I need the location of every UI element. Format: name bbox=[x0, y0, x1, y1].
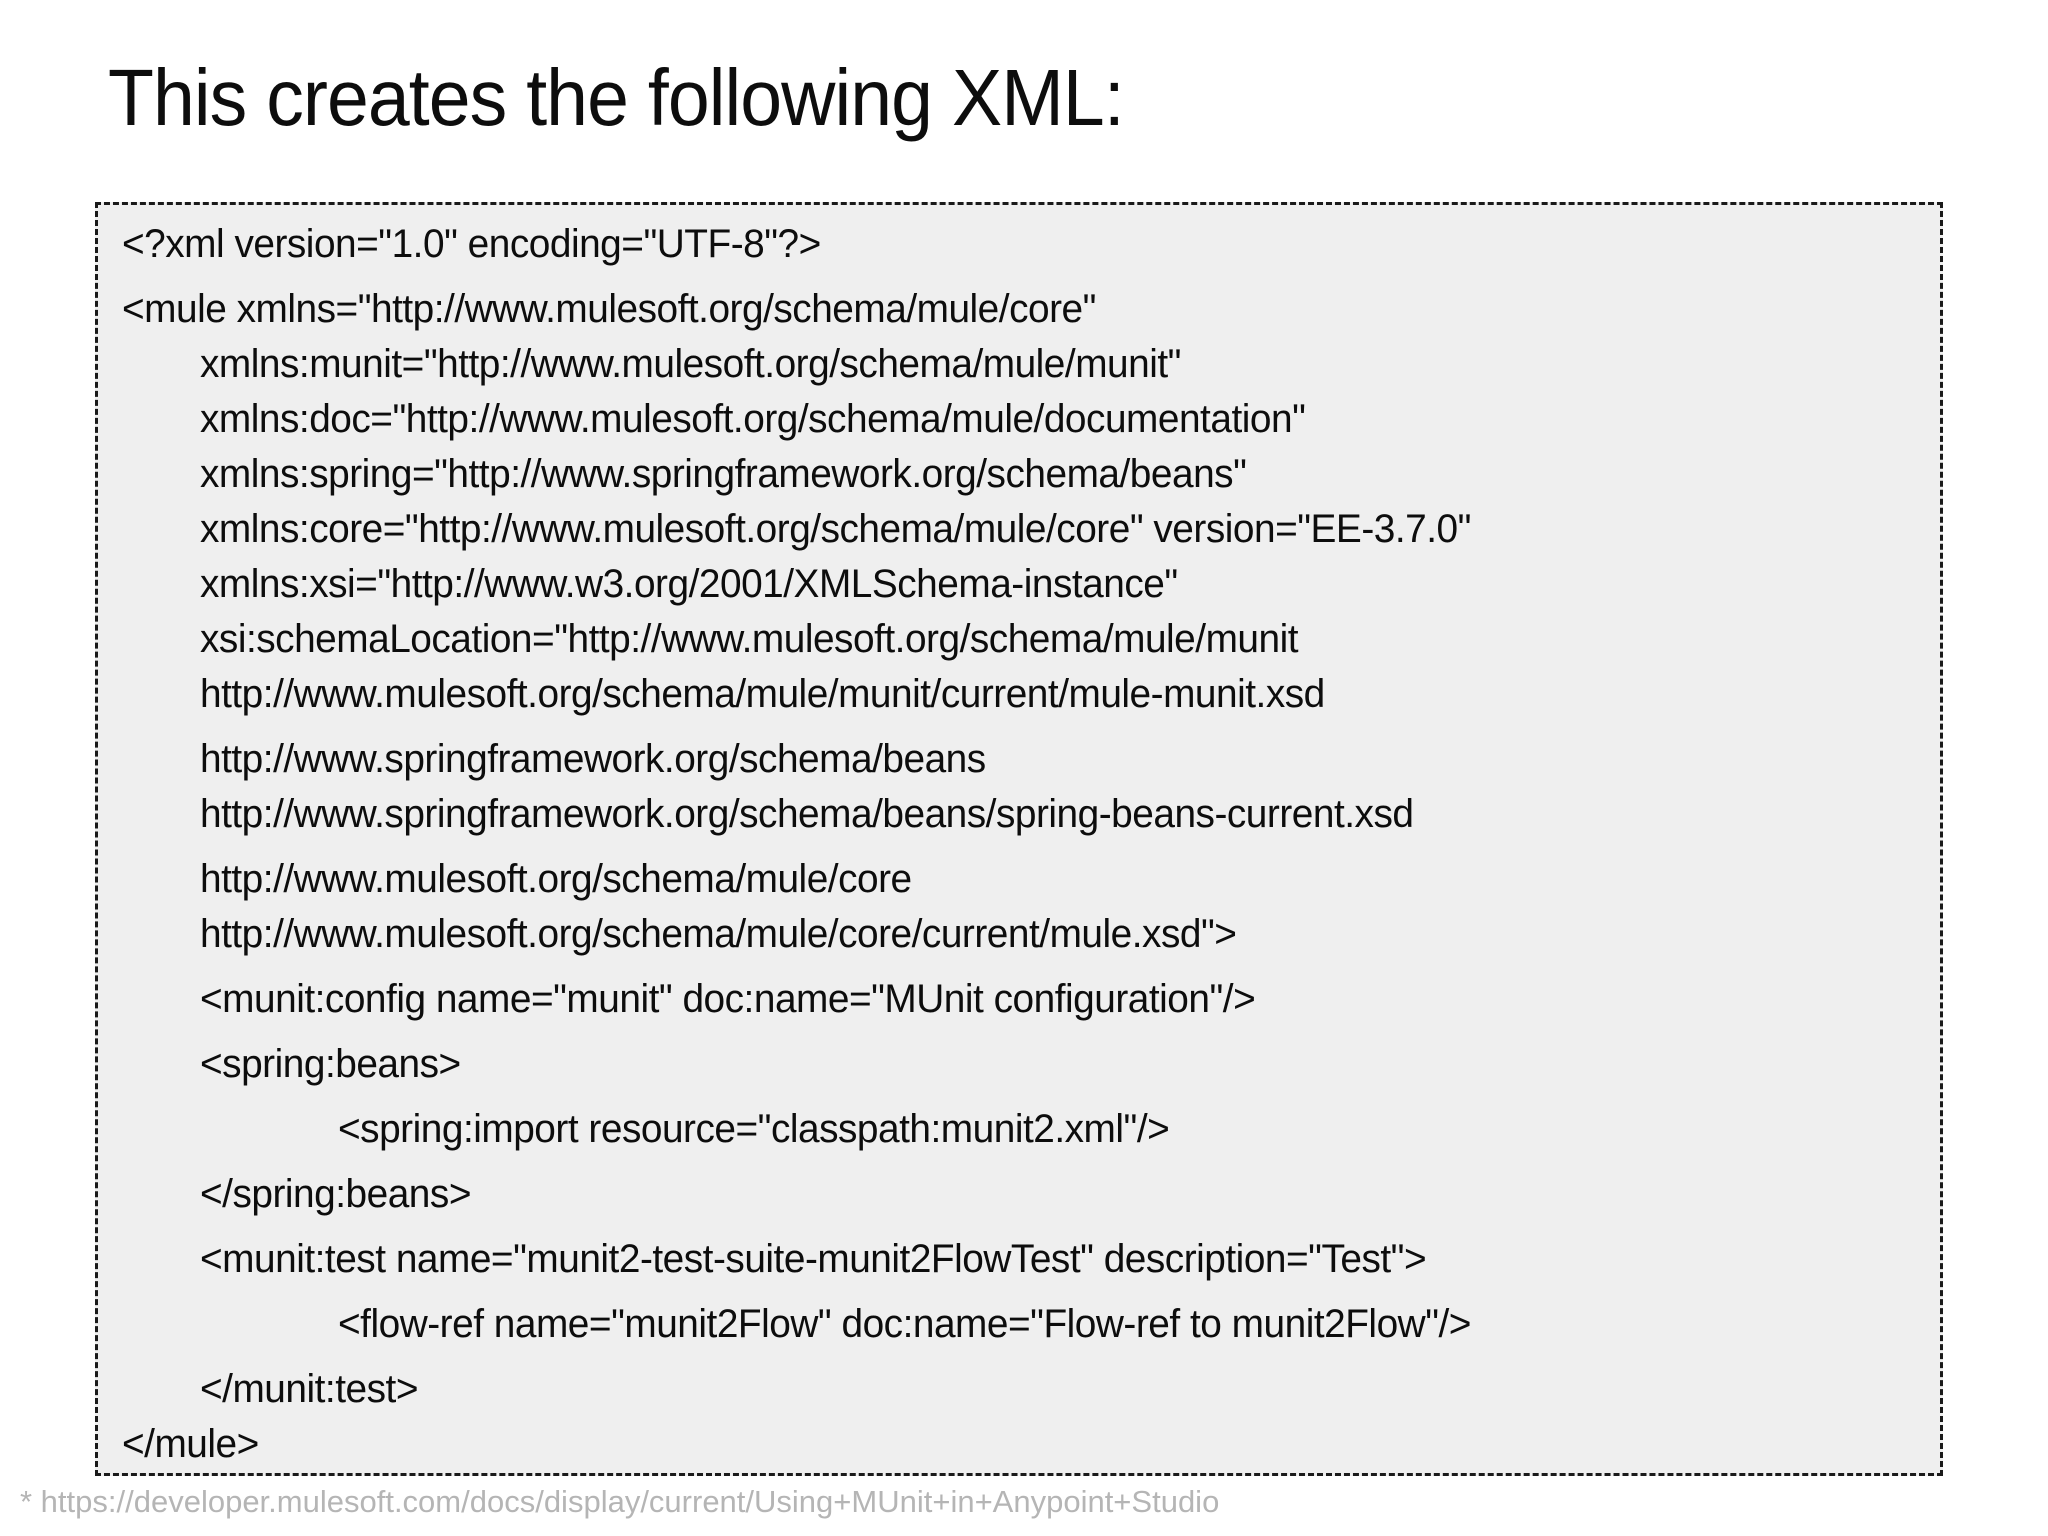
code-line: xsi:schemaLocation="http://www.mulesoft.… bbox=[200, 617, 1299, 661]
code-line: <spring:import resource="classpath:munit… bbox=[338, 1107, 1170, 1151]
slide-title: This creates the following XML: bbox=[108, 53, 1125, 142]
code-line: xmlns:xsi="http://www.w3.org/2001/XMLSch… bbox=[200, 562, 1178, 606]
code-line: http://www.mulesoft.org/schema/mule/muni… bbox=[200, 672, 1325, 716]
code-line: <munit:config name="munit" doc:name="MUn… bbox=[200, 977, 1256, 1021]
code-line: http://www.springframework.org/schema/be… bbox=[200, 737, 986, 781]
code-line: <mule xmlns="http://www.mulesoft.org/sch… bbox=[122, 287, 1096, 331]
code-line: <flow-ref name="munit2Flow" doc:name="Fl… bbox=[338, 1302, 1471, 1346]
code-line: </munit:test> bbox=[200, 1367, 418, 1411]
code-line: xmlns:doc="http://www.mulesoft.org/schem… bbox=[200, 397, 1306, 441]
code-line: http://www.mulesoft.org/schema/mule/core bbox=[200, 857, 912, 901]
code-line: xmlns:munit="http://www.mulesoft.org/sch… bbox=[200, 342, 1181, 386]
code-line: </mule> bbox=[122, 1422, 259, 1466]
code-line: </spring:beans> bbox=[200, 1172, 471, 1216]
code-line: <?xml version="1.0" encoding="UTF-8"?> bbox=[122, 222, 821, 266]
footer-source-url: * https://developer.mulesoft.com/docs/di… bbox=[20, 1484, 1220, 1519]
xml-code-box: <?xml version="1.0" encoding="UTF-8"?> <m… bbox=[95, 202, 1943, 1476]
code-line: http://www.mulesoft.org/schema/mule/core… bbox=[200, 912, 1237, 956]
code-line: xmlns:spring="http://www.springframework… bbox=[200, 452, 1247, 496]
code-line: <spring:beans> bbox=[200, 1042, 461, 1086]
code-line: <munit:test name="munit2-test-suite-muni… bbox=[200, 1237, 1427, 1281]
code-line: http://www.springframework.org/schema/be… bbox=[200, 792, 1414, 836]
code-line: xmlns:core="http://www.mulesoft.org/sche… bbox=[200, 507, 1471, 551]
